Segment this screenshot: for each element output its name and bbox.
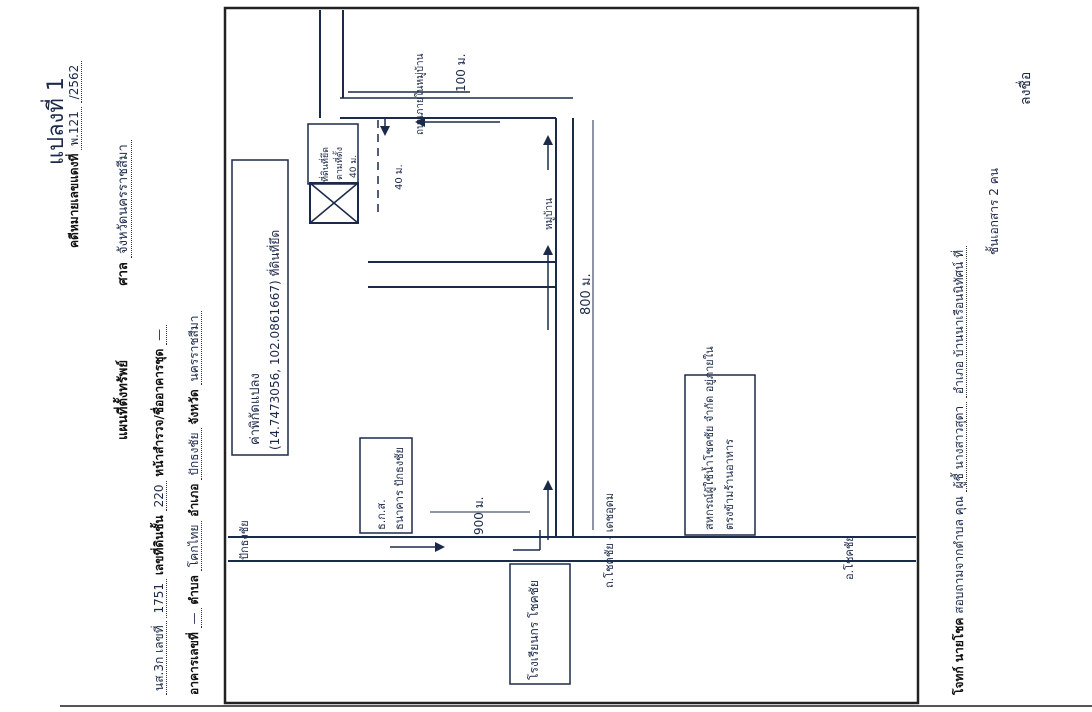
subdistrict-value: โคกไทย (187, 520, 202, 572)
parcel-label: เลขที่ดินชั้น (152, 515, 166, 576)
parcel-value: 220 (152, 480, 167, 512)
arrow-left-1-head (415, 117, 425, 127)
header-line-2: แผนที่ตั้งทรัพย์ ศาล จังหวัดนครราชสีมา (112, 140, 133, 440)
district-value: ปักธงชัย (187, 428, 202, 480)
doc-number-value: พ.121 (67, 107, 82, 150)
deed-label: นส.3ก เลขที่ (152, 621, 167, 695)
footer-line-1: โจทก์ นายโชค สอบถามจากตำบล คุณ ผู้ชี้ นา… (950, 245, 969, 695)
district-label: อำเภอ (187, 483, 201, 517)
arrow-up-3-head (543, 135, 553, 145)
property-label: ที่ดินที่ยึด (321, 147, 331, 182)
property-label-box (307, 123, 359, 185)
office-text: อำเภอ บ้านนาเรือนนิทัศน์ ที่ (952, 245, 967, 399)
arrow-down-head (380, 126, 390, 136)
subdistrict-label: ตำบล (187, 575, 201, 605)
arrow-right-1-head (435, 542, 445, 552)
map-title: แผนที่ตั้งทรัพย์ (116, 360, 131, 440)
bank-label: ธนาคาร ปักธงชัย (393, 447, 406, 530)
coop-label: สหกรณ์ผู้ใช้น้ำโชคชัย จำกัด อยู่ภายใน (703, 346, 716, 530)
dist-100-top: 100 ม. (454, 53, 468, 92)
dist-800: 800 ม. (579, 273, 594, 315)
doc-number-line: คดีหมายเลขแดงที่ พ.121 /2562 (65, 60, 84, 248)
road-village-label: ถนนภายในหมู่บ้าน (415, 53, 426, 136)
court-label: ศาล (116, 262, 131, 286)
dist-40-left: 40 ม. (349, 154, 359, 178)
coop-box (684, 374, 756, 536)
survey-label: หน้าสำรวจ/ชื่ออาคารชุด (152, 348, 166, 477)
inquiry-text: สอบถามจากตำบล คุณ (952, 496, 966, 614)
coords-suffix: ที่ดินที่ยึด (268, 229, 282, 277)
dist-900: 900 ม. (472, 496, 486, 535)
dist-40-right: 40 ม. (394, 164, 405, 190)
plaza-label: โรงเรียนกร โชคชัย (527, 580, 541, 680)
doc-year: /2562 (67, 60, 82, 104)
drawer-text: ผู้ชี้ นางสาวสุดา (952, 401, 967, 493)
signature: ลงชื่อ (1018, 71, 1034, 105)
main-road-center-label: ถ.โชคชัย - เดชอุดม (603, 492, 616, 588)
arrow-up-2-head (543, 245, 553, 255)
main-road-right-label: อ.โชคชัย (843, 535, 856, 580)
coords-label: ค่าพิกัดแปลง (248, 373, 263, 445)
village-label: หมู่บ้าน (544, 198, 555, 230)
building-label: อาคารเลขที่ (187, 632, 201, 695)
coords-box (231, 159, 289, 456)
court-value: จังหวัดนครราชสีมา (116, 140, 132, 258)
building-value: — (187, 608, 202, 629)
coords-number: (14.7473056, 102.0861667) (268, 280, 282, 450)
coop-label-2: ตรงข้ามร้านอาหาร (723, 438, 736, 530)
property-note: ตามที่ตั้ง (335, 146, 345, 180)
property-parcel (309, 182, 359, 224)
main-road-left-label: ปักธงชัย (238, 520, 251, 560)
header-line-4: อาคารเลขที่ — ตำบล โคกไทย อำเภอ ปักธงชัย… (185, 311, 204, 695)
deed-value: 1751 (152, 579, 167, 618)
bank-label-prefix: ธ.ก.ส. (375, 499, 388, 530)
header-line-3: นส.3ก เลขที่ 1751 เลขที่ดินชั้น 220 หน้า… (150, 324, 169, 695)
bank-box (359, 437, 413, 534)
coords-value: (14.7473056, 102.0861667) ที่ดินที่ยึด (266, 230, 285, 450)
parcel-cross-2 (309, 182, 359, 224)
province-value: นครราชสีมา (187, 311, 202, 386)
plaza-box (509, 563, 571, 685)
map-frame (223, 6, 920, 705)
province-label: จังหวัด (187, 389, 201, 425)
survey-value: — (152, 324, 167, 345)
doc-number-label: คดีหมายเลขแดงที่ (67, 153, 81, 248)
rank-text: ชั้นเอกสาร 2 คน (987, 168, 1001, 255)
arrow-up-1-head (543, 480, 553, 490)
plaintiff-label: โจทก์ นายโชค (952, 617, 966, 695)
